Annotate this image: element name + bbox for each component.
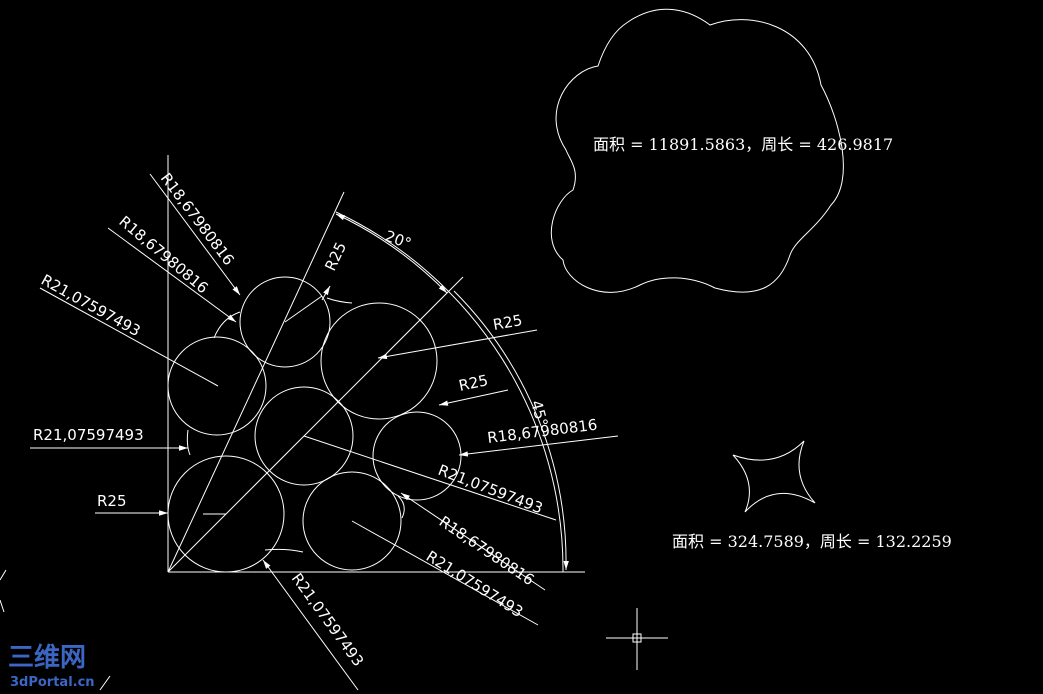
star-area-label: 面积 = 324.7589，周长 = 132.2259 (672, 532, 952, 551)
circle-bottom-right (302, 471, 402, 571)
circle-right (372, 411, 462, 501)
dim-label-center-diag: R21,07597493 (436, 461, 546, 517)
star-shape: 面积 = 324.7589，周长 = 132.2259 (672, 440, 952, 551)
circle-center (254, 386, 354, 486)
cursor-crosshair-icon (606, 608, 668, 670)
circle-left-upper (167, 336, 267, 436)
fillet-arc-1 (213, 311, 241, 339)
fillet-arc-3 (186, 429, 191, 456)
dim-label-left-lower: R21,07597493 (33, 426, 144, 444)
star-outline (732, 440, 816, 513)
edge-marks (0, 569, 111, 691)
dim-label-bottom-left: R25 (97, 492, 127, 510)
dim-label-top-circle: R25 (321, 239, 350, 273)
circle-top-right (320, 302, 438, 420)
radial-line-45deg (167, 276, 464, 573)
circle-group (167, 276, 462, 573)
angle-label-20: 20° (383, 227, 414, 253)
fillet-arc-5 (397, 495, 405, 519)
dim-label-bottom-vertical: R21,07597493 (288, 570, 368, 670)
circle-top (239, 276, 331, 368)
radial-line-65deg (167, 191, 345, 573)
dim-label-left-middle: R21,07597493 (38, 271, 143, 340)
dimension-leaders (30, 173, 619, 691)
watermark-logo: 三维网 3dPortal.cn (8, 642, 95, 690)
dim-label-right-middle: R25 (457, 371, 490, 395)
circle-bottom-left (167, 455, 285, 573)
watermark-site: 3dPortal.cn (10, 675, 95, 690)
flower-shape: 面积 = 11891.5863，周长 = 426.9817 (550, 8, 893, 293)
dimension-labels: R18,67980816 R18,67980816 R21,07597493 R… (33, 170, 598, 670)
fillet-arc-4 (264, 548, 304, 553)
fillet-arc-2 (326, 297, 353, 304)
watermark-title: 三维网 (8, 642, 86, 673)
flower-area-label: 面积 = 11891.5863，周长 = 426.9817 (593, 135, 893, 154)
dim-label-right-upper: R25 (492, 311, 524, 334)
flower-outline (550, 8, 844, 293)
